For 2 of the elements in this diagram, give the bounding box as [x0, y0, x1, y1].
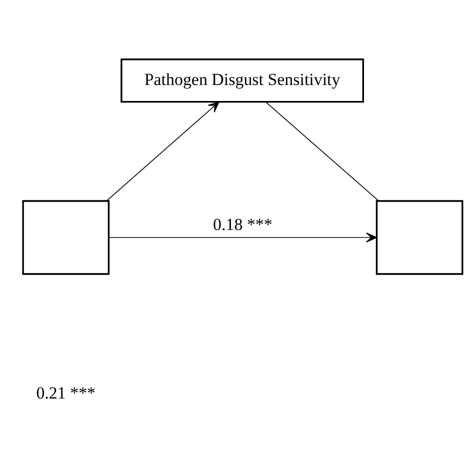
label: 0.21 *** [36, 383, 96, 402]
edge-label: 0.18 *** [213, 214, 272, 234]
